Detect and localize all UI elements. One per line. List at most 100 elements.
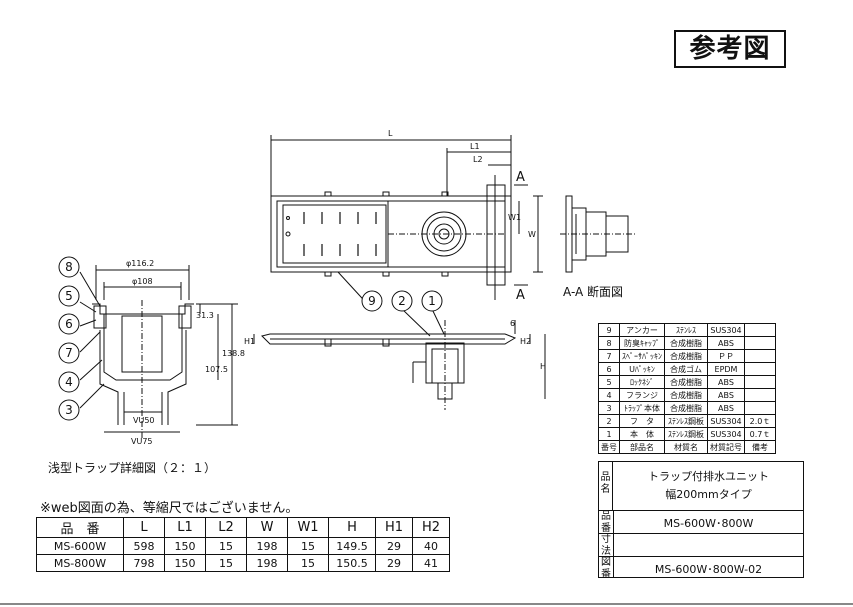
dim-vu75: VU75 (131, 437, 153, 446)
table-cell: EPDM (707, 362, 745, 376)
table-cell: 40 (412, 537, 450, 555)
table-cell: 41 (412, 554, 450, 572)
trap-detail-caption: 浅型トラップ詳細図（２：１） (48, 461, 217, 475)
dim-L: L (388, 129, 393, 138)
table-cell: ﾄﾗｯﾌﾟ本体 (619, 401, 665, 415)
table-cell: 合成樹脂 (664, 336, 708, 350)
table-cell: ｽﾃﾝﾚｽ (664, 323, 708, 337)
table-cell (744, 375, 776, 389)
table-cell: ABS (707, 388, 745, 402)
dim-W: W (528, 230, 536, 239)
dim-d116: φ116.2 (126, 259, 154, 268)
table-cell: MS-800W (36, 554, 124, 572)
header-cell: L1 (164, 517, 206, 538)
balloon-5: 5 (65, 289, 73, 303)
table-cell: SUS304 (707, 427, 745, 441)
header-cell: 材質記号 (707, 440, 745, 454)
table-cell: 29 (375, 537, 413, 555)
header-cell: 部品名 (619, 440, 665, 454)
balloon-1: 1 (428, 294, 436, 308)
table-cell: 4 (598, 388, 620, 402)
table-cell: 150 (164, 537, 206, 555)
header-cell: L (123, 517, 165, 538)
balloon-9: 9 (368, 294, 376, 308)
product-name-label: 品名 (599, 462, 613, 510)
table-cell: アンカー (619, 323, 665, 337)
table-cell (744, 336, 776, 350)
dim-H1: H1 (244, 337, 255, 346)
product-name-line1: トラップ付排水ユニット (648, 470, 769, 483)
table-cell: 合成樹脂 (664, 388, 708, 402)
dimension-label: 寸法 (599, 534, 614, 557)
dim-d108: φ108 (132, 277, 153, 286)
table-row: MS-800W 798 150 15 198 15 150.5 29 41 (36, 554, 450, 572)
dim-H2: H2 (520, 337, 531, 346)
table-cell: ABS (707, 375, 745, 389)
table-cell: 2 (598, 414, 620, 428)
title-block: 品名 トラップ付排水ユニット 幅200mmタイプ 品番 MS-600W･800W… (598, 461, 804, 580)
table-cell: 198 (246, 554, 288, 572)
header-cell: L2 (205, 517, 247, 538)
table-cell: MS-600W (36, 537, 124, 555)
table-cell: 15 (205, 554, 247, 572)
balloon-6: 6 (65, 317, 73, 331)
table-cell: 2.0ｔ (744, 414, 776, 428)
table-cell: ABS (707, 401, 745, 415)
plan-view (270, 135, 543, 300)
product-code-value: MS-600W･800W (663, 517, 754, 530)
table-cell: 15 (287, 554, 329, 572)
table-cell: 15 (287, 537, 329, 555)
table-cell: 7 (598, 349, 620, 363)
table-cell: 合成樹脂 (664, 401, 708, 415)
table-cell: 合成樹脂 (664, 349, 708, 363)
table-cell: 149.5 (328, 537, 376, 555)
table-cell: ﾛｯｸﾈｼﾞ (619, 375, 665, 389)
header-cell: H (328, 517, 376, 538)
table-cell: 6 (598, 362, 620, 376)
section-view-label: A-A 断面図 (563, 284, 623, 299)
reference-drawing-stamp: 参考図 (674, 30, 786, 68)
table-cell: 15 (205, 537, 247, 555)
table-cell: 0.7ｔ (744, 427, 776, 441)
drawing-number-value: MS-600W･800W-02 (654, 563, 763, 576)
table-cell: ＰＰ (707, 349, 745, 363)
dim-W1: W1 (508, 213, 521, 222)
header-cell: 材質名 (664, 440, 708, 454)
table-cell: 3 (598, 401, 620, 415)
table-cell: SUS304 (707, 414, 745, 428)
balloon-4: 4 (65, 375, 73, 389)
dim-vu50: VU50 (133, 416, 155, 425)
balloon-7: 7 (65, 346, 73, 360)
dim-L1: L1 (470, 142, 480, 151)
dim-H: H (540, 362, 546, 371)
header-cell: H2 (412, 517, 450, 538)
dimension-table: 品 番 L L1 L2 W W1 H H1 H2 MS-600W 598 150… (36, 517, 450, 572)
header-cell: H1 (375, 517, 413, 538)
table-cell: 本 体 (619, 427, 665, 441)
trap-detail (92, 265, 238, 440)
table-row: MS-600W 598 150 15 198 15 149.5 29 40 (36, 537, 450, 555)
table-cell: 防臭ｷｬｯﾌﾟ (619, 336, 665, 350)
balloon-2: 2 (398, 294, 406, 308)
table-cell: 合成樹脂 (664, 375, 708, 389)
header-cell: 番号 (598, 440, 620, 454)
balloon-8: 8 (65, 260, 73, 274)
table-cell: 8 (598, 336, 620, 350)
table-cell: フランジ (619, 388, 665, 402)
dim-313: 31.3 (196, 311, 214, 320)
table-cell (744, 323, 776, 337)
side-view (253, 320, 546, 410)
product-code-label: 品番 (599, 511, 614, 534)
